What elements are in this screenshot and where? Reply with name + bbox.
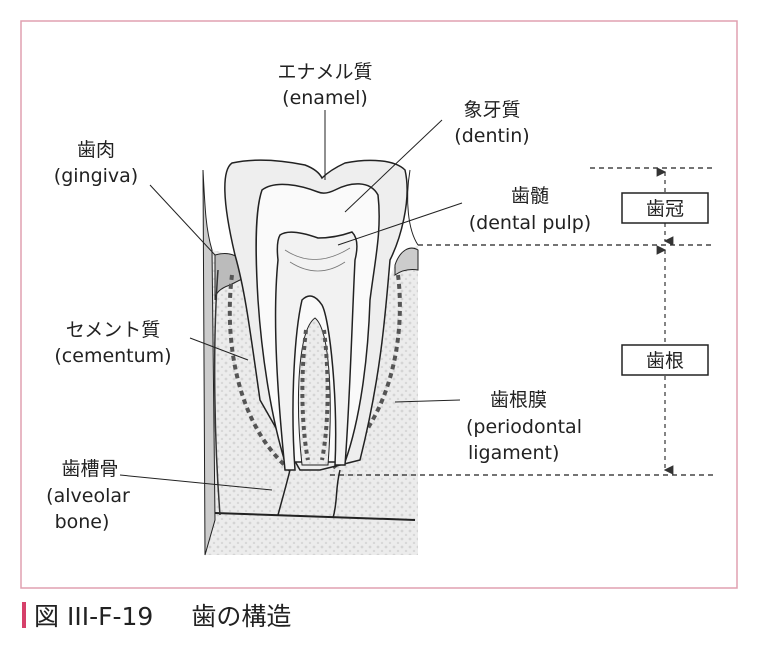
gingiva: [202, 169, 216, 556]
ligament-label-en2: ligament): [468, 442, 559, 464]
leader-lines: [119, 110, 463, 491]
root-label: 歯根: [646, 350, 684, 372]
dentin-label-ja: 象牙質: [463, 99, 520, 121]
bone-label-ja: 歯槽骨: [61, 458, 118, 480]
enamel-label-en: (enamel): [282, 87, 368, 109]
bone-label-en2: bone): [55, 511, 110, 533]
pulp-label-en: (dental pulp): [469, 212, 591, 234]
dentin-label-en: (dentin): [454, 125, 529, 147]
bone-label-en1: (alveolar: [46, 485, 130, 507]
figure-caption: 図 III-F-19 歯の構造: [22, 597, 291, 633]
enamel-label-ja: エナメル質: [277, 61, 372, 83]
crown-label: 歯冠: [646, 198, 684, 220]
ligament-label-en1: (periodontal: [466, 416, 582, 438]
gingiva-label-en: (gingiva): [54, 165, 138, 187]
caption-number: 図 III-F-19: [34, 602, 154, 631]
pulp-label-ja: 歯髄: [511, 185, 549, 207]
caption-accent-bar: [22, 602, 26, 628]
gingiva-label-ja: 歯肉: [77, 139, 115, 161]
cementum-label-en: (cementum): [54, 345, 171, 367]
figure-frame: [20, 20, 738, 589]
cementum-label-ja: セメント質: [66, 319, 161, 341]
dental-pulp: [274, 231, 358, 471]
caption-title: 歯の構造: [191, 602, 292, 631]
ligament-label-ja: 歯根膜: [490, 389, 547, 411]
